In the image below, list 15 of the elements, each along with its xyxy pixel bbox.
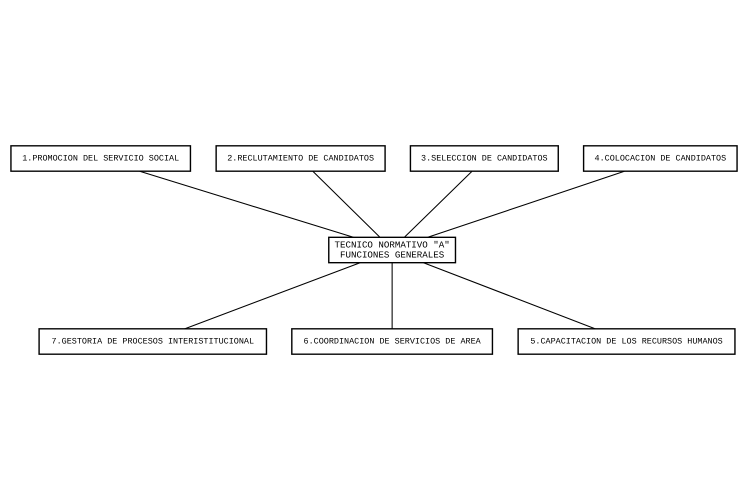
node-box: 1.PROMOCION DEL SERVICIO SOCIAL [10, 145, 192, 172]
connector [404, 170, 472, 238]
connector [312, 170, 380, 238]
node-box: TECNICO NORMATIVO "A" FUNCIONES GENERALES [328, 236, 456, 264]
connector [184, 262, 360, 330]
node-box: 4.COLOCACION DE CANDIDATOS [582, 145, 738, 172]
node-box: 7.GESTORIA DE PROCESOS INTERISTITUCIONAL [38, 328, 268, 355]
node-box: 2.RECLUTAMIENTO DE CANDIDATOS [215, 145, 386, 172]
connector [392, 262, 393, 329]
connector [423, 262, 596, 330]
node-box: 3.SELECCION DE CANDIDATOS [410, 145, 559, 172]
node-box: 5.CAPACITACION DE LOS RECURSOS HUMANOS [517, 328, 736, 355]
connector [140, 170, 354, 238]
connector [428, 170, 625, 238]
node-box: 6.COORDINACION DE SERVICIOS DE AREA [291, 328, 494, 355]
